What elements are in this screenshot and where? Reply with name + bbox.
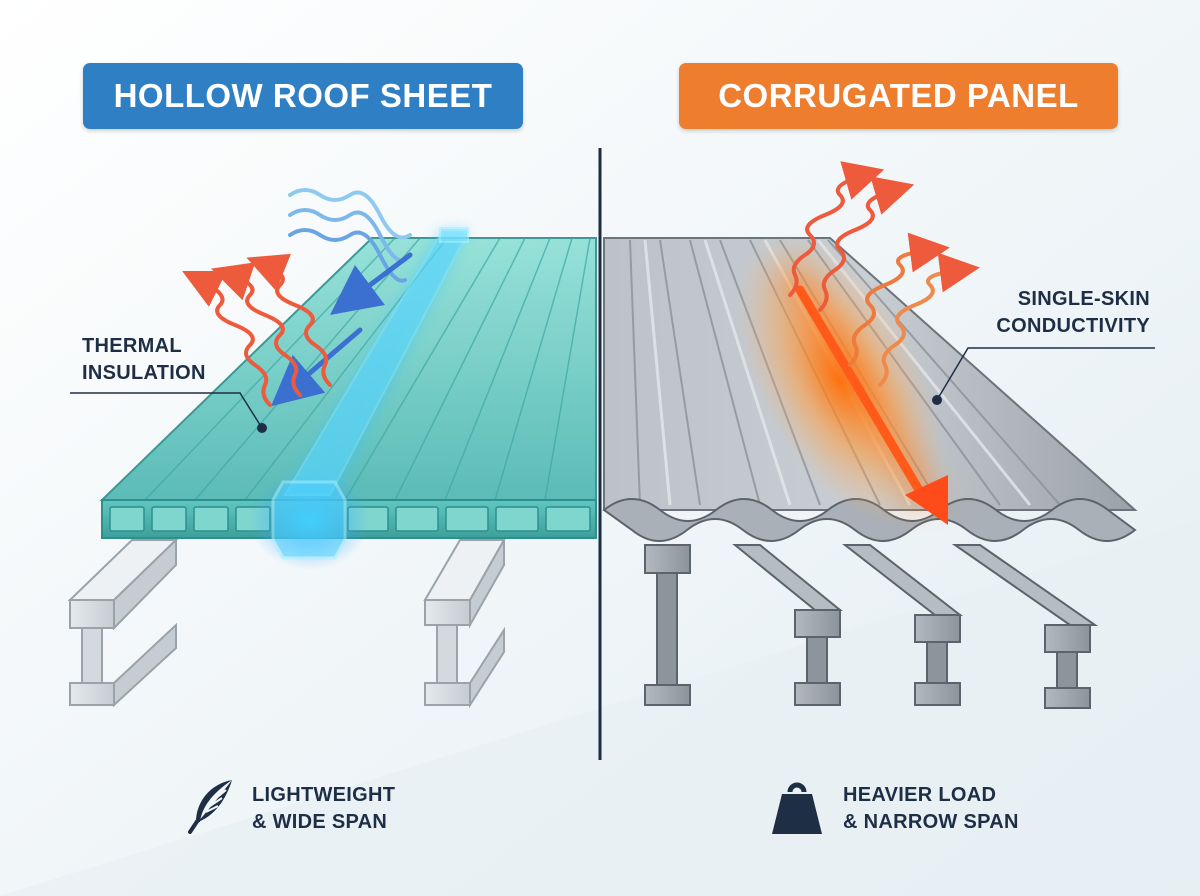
- thermal-insulation-leader: [70, 392, 267, 433]
- lightweight-line1: LIGHTWEIGHT: [252, 784, 396, 806]
- reflected-heat-arrows: [182, 253, 332, 407]
- insulating-air-channel: [250, 227, 470, 570]
- thermal-insulation-line1: THERMAL: [82, 335, 182, 357]
- single-skin-line2: CONDUCTIVITY: [996, 315, 1150, 337]
- feather-icon: [188, 780, 232, 834]
- thermal-insulation-line2: INSULATION: [82, 362, 206, 384]
- corrugated-panel-title: CORRUGATED PANEL: [679, 63, 1118, 129]
- heat-conduction-glow: [736, 233, 948, 527]
- hollow-roof-sheet-title: HOLLOW ROOF SHEET: [83, 63, 523, 129]
- single-skin-line1: SINGLE-SKIN: [1017, 288, 1150, 310]
- single-skin-conductivity-leader: [932, 347, 1155, 405]
- weight-icon: [772, 782, 822, 834]
- heavier-load-line2: & NARROW SPAN: [843, 811, 1019, 833]
- right-support-beams: [644, 544, 1099, 709]
- thermal-insulation-label: THERMAL INSULATION: [82, 333, 206, 387]
- lightweight-line2: & WIDE SPAN: [252, 811, 388, 833]
- single-skin-conductivity-label: SINGLE-SKIN CONDUCTIVITY: [960, 286, 1150, 340]
- radiated-heat-arrows: [788, 161, 980, 387]
- heavier-load-line1: HEAVIER LOAD: [843, 784, 997, 806]
- lightweight-wide-span-label: LIGHTWEIGHT & WIDE SPAN: [252, 782, 395, 836]
- left-support-beams: [67, 536, 506, 709]
- heavier-load-narrow-span-label: HEAVIER LOAD & NARROW SPAN: [843, 782, 1019, 836]
